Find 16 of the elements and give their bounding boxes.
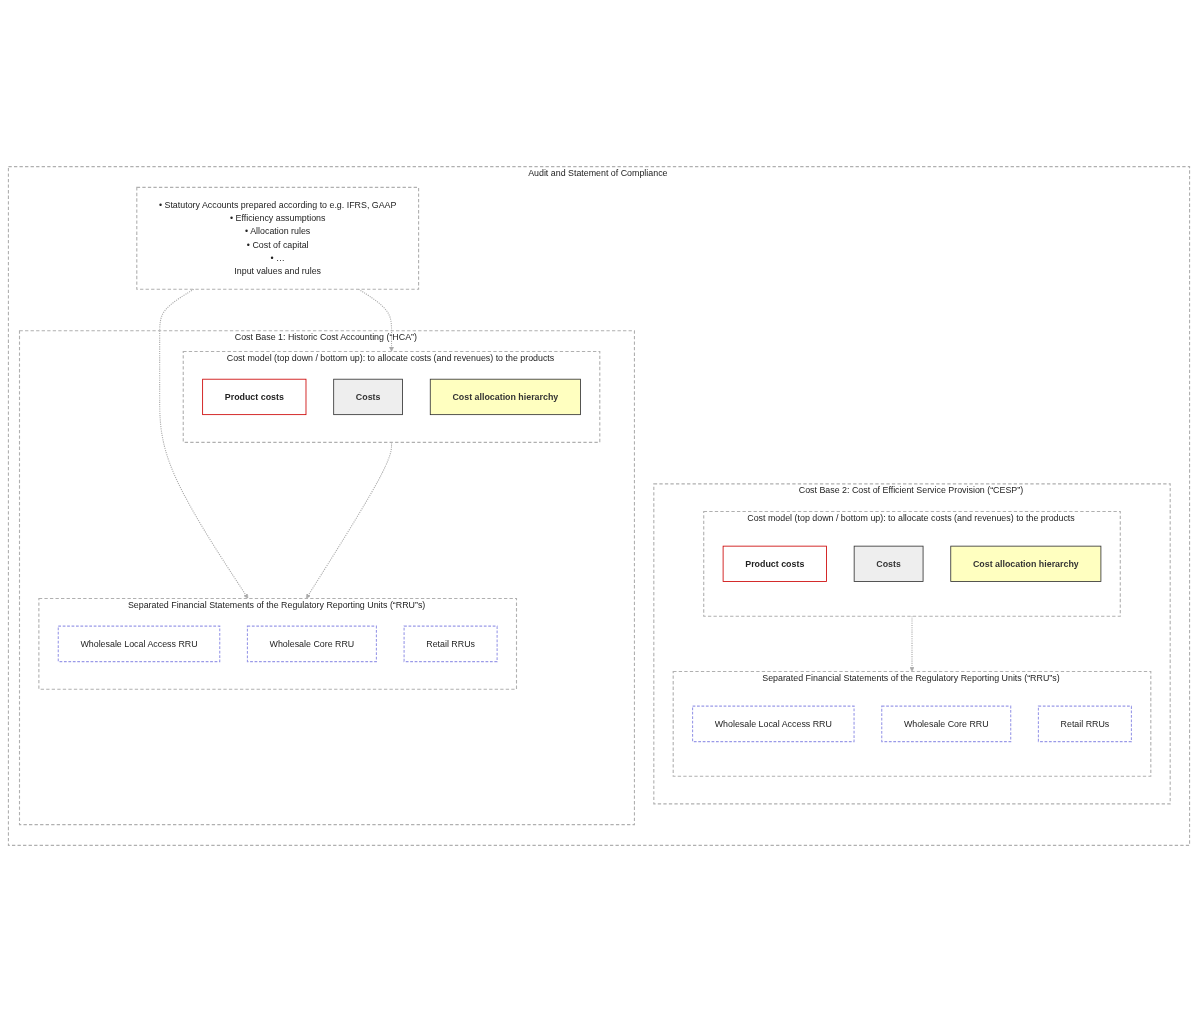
node-box: Product costs	[201, 378, 306, 415]
node-box: Cost allocation hierarchy	[949, 545, 1101, 582]
node-box: Retail RRUs	[403, 625, 498, 662]
node-box: Wholesale Local Access RRU	[57, 625, 220, 662]
node-box: Wholesale Core RRU	[880, 705, 1011, 742]
node-box: Costs	[853, 545, 923, 582]
node-box: Cost allocation hierarchy	[429, 378, 581, 415]
arrow	[158, 288, 248, 599]
node-box: • Statutory Accounts prepared according to e.g. IFRS, GAAP • Efficiency assumptions • Allocation rules • Cost of capital • … Input values and rules	[135, 186, 419, 290]
arrow	[909, 615, 914, 672]
arrow	[357, 288, 394, 352]
node-box: Wholesale Core RRU	[246, 625, 377, 662]
node-box: Retail RRUs	[1037, 705, 1132, 742]
node-box: Wholesale Local Access RRU	[691, 705, 855, 742]
node-box: Product costs	[722, 545, 827, 582]
node-box: Costs	[332, 378, 403, 415]
